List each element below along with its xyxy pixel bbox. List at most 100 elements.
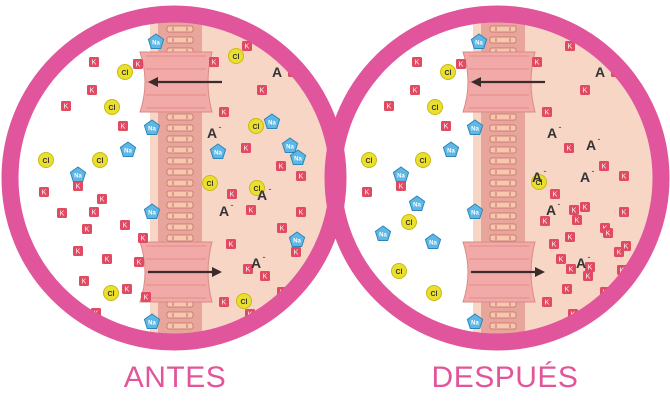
potassium-label: K [245,44,250,51]
anion-charge: - [269,184,272,194]
potassium-label: K [575,218,580,225]
potassium-label: K [565,287,570,294]
potassium-label: K [413,88,418,95]
sodium-label: Na [471,211,479,217]
sodium-label: Na [148,321,156,327]
potassium-label: K [76,184,81,191]
potassium-ion: K [276,161,286,171]
potassium-ion: K [542,297,552,307]
potassium-ion: K [621,241,631,251]
potassium-ion: K [118,121,128,131]
potassium-label: K [535,60,540,67]
potassium-label: K [263,274,268,281]
sodium-label: Na [471,127,479,133]
chloride-label: Cl [253,124,260,131]
potassium-label: K [105,257,110,264]
potassium-ion: K [580,202,590,212]
potassium-ion: K [141,292,151,302]
chloride-label: Cl [241,299,248,306]
potassium-ion: K [619,207,629,217]
sodium-label: Na [475,41,483,47]
potassium-label: K [572,208,577,215]
sodium-label: Na [124,149,132,155]
potassium-label: K [229,242,234,249]
potassium-label: K [617,250,622,257]
potassium-label: K [222,300,227,307]
potassium-label: K [627,303,632,310]
caption-antes: ANTES [95,360,255,396]
potassium-label: K [246,267,251,274]
potassium-label: K [125,287,130,294]
sodium-ion: Na [425,234,440,249]
potassium-ion: K [603,228,613,238]
potassium-ion: K [564,143,574,153]
sodium-label: Na [471,321,479,327]
potassium-label: K [60,211,65,218]
chloride-label: Cl [406,220,413,227]
potassium-label: K [415,60,420,67]
potassium-ion: K [122,284,132,294]
anion-label: A [595,64,605,80]
potassium-ion: K [241,143,251,153]
chloride-ion: Cl [93,153,108,168]
chloride-ion: Cl [118,65,133,80]
chloride-ion: Cl [39,153,54,168]
potassium-ion: K [57,208,67,218]
potassium-label: K [100,197,105,204]
potassium-ion: K [260,271,270,281]
potassium-ion: K [550,189,560,199]
potassium-label: K [244,146,249,153]
potassium-ion: K [209,57,219,67]
potassium-ion: K [82,224,92,234]
chloride-label: Cl [366,158,373,165]
potassium-ion: K [138,233,148,243]
chloride-ion: Cl [249,119,264,134]
potassium-ion: K [89,207,99,217]
potassium-ion: K [580,85,590,95]
potassium-ion: K [410,85,420,95]
potassium-label: K [588,265,593,272]
potassium-ion: K [296,207,306,217]
ion-channel [140,242,222,302]
potassium-label: K [617,304,622,311]
potassium-ion: K [585,262,595,272]
anion-charge: - [559,122,562,132]
anion-label: A [219,203,229,219]
potassium-label: K [387,104,392,111]
anion-label: A [547,125,557,141]
anion-label: A [532,169,542,185]
chloride-label: Cl [109,105,116,112]
potassium-label: K [624,244,629,251]
potassium-label: K [602,164,607,171]
potassium-label: K [92,210,97,217]
chloride-ion: Cl [203,176,218,191]
potassium-ion: K [396,181,406,191]
potassium-ion: K [565,232,575,242]
potassium-label: K [569,267,574,274]
potassium-ion: K [79,276,89,286]
chloride-ion: Cl [427,286,442,301]
potassium-label: K [583,88,588,95]
potassium-ion: K [599,161,609,171]
anion-label: A [586,137,596,153]
anion-charge: - [544,166,547,176]
anion-label: A [576,255,586,271]
potassium-label: K [90,88,95,95]
sodium-label: Na [397,174,405,180]
potassium-label: K [606,231,611,238]
potassium-ion: K [624,300,634,310]
potassium-label: K [212,60,217,67]
potassium-ion: K [566,264,576,274]
potassium-label: K [568,235,573,242]
chloride-label: Cl [420,158,427,165]
potassium-label: K [230,192,235,199]
potassium-ion: K [227,189,237,199]
anion-label: A [257,187,267,203]
potassium-ion: K [134,257,144,267]
potassium-label: K [622,210,627,217]
potassium-ion: K [277,223,287,233]
potassium-label: K [545,110,550,117]
chloride-ion: Cl [441,65,456,80]
potassium-ion: K [572,215,582,225]
